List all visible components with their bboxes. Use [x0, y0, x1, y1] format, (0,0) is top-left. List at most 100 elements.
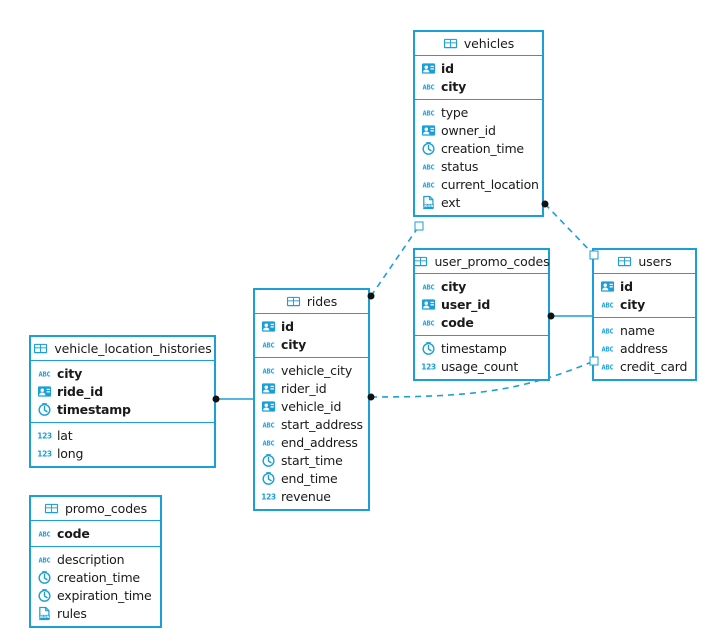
clock-icon — [38, 570, 51, 584]
field-label: id — [620, 278, 633, 294]
table-header-users[interactable]: users — [594, 250, 695, 274]
field-label: ride_id — [57, 383, 103, 399]
table-title: users — [638, 254, 672, 269]
abc-string-icon: ABC — [423, 83, 435, 91]
column-row-long[interactable]: 123 long — [31, 444, 214, 462]
column-row-vehicle_id[interactable]: vehicle_id — [255, 397, 368, 415]
column-section: 123 lat 123 long — [31, 423, 214, 466]
column-row-rider_id[interactable]: rider_id — [255, 379, 368, 397]
field-label: city — [441, 278, 467, 294]
column-row-creation_time[interactable]: creation_time — [31, 568, 160, 586]
primary-key-row-city[interactable]: ABC city — [415, 277, 548, 295]
svg-text:ABC: ABC — [263, 367, 275, 375]
svg-text:ABC: ABC — [423, 83, 435, 91]
field-label: end_address — [281, 434, 358, 450]
svg-text:ABC: ABC — [423, 109, 435, 117]
abc-string-icon: ABC — [423, 283, 435, 291]
table-header-rides[interactable]: rides — [255, 290, 368, 314]
field-label: start_address — [281, 416, 363, 432]
relationship-target-marker-square — [414, 221, 424, 231]
id-card-icon — [600, 280, 615, 292]
primary-key-row-timestamp[interactable]: timestamp — [31, 400, 214, 418]
field-label: city — [57, 365, 83, 381]
id-card-icon — [37, 385, 52, 397]
svg-text:ABC: ABC — [602, 363, 614, 371]
clock-icon — [38, 402, 51, 416]
table-header-promo_codes[interactable]: promo_codes — [31, 497, 160, 521]
field-label: lat — [57, 427, 73, 443]
field-label: address — [620, 340, 668, 356]
primary-key-row-ride_id[interactable]: ride_id — [31, 382, 214, 400]
field-label: vehicle_city — [281, 362, 353, 378]
table-title: vehicle_location_histories — [54, 341, 212, 356]
column-row-vehicle_city[interactable]: ABC vehicle_city — [255, 361, 368, 379]
relationship-source-marker-dot — [547, 312, 555, 320]
column-row-type[interactable]: ABC type — [415, 103, 542, 121]
column-row-start_time[interactable]: start_time — [255, 451, 368, 469]
primary-key-row-id[interactable]: id — [415, 59, 542, 77]
field-label: city — [620, 296, 646, 312]
column-row-timestamp[interactable]: timestamp — [415, 339, 548, 357]
table-header-vehicles[interactable]: vehicles — [415, 32, 542, 56]
table-header-vehicle_location_histories[interactable]: vehicle_location_histories — [31, 337, 214, 361]
table-grid-icon — [286, 296, 300, 307]
id-card-icon — [261, 400, 276, 412]
table-header-user_promo_codes[interactable]: user_promo_codes — [414, 250, 550, 274]
123-number-icon: 123 — [37, 449, 52, 458]
field-label: creation_time — [57, 569, 140, 585]
abc-string-icon: ABC — [39, 530, 51, 538]
field-label: timestamp — [57, 401, 131, 417]
clock-icon — [38, 588, 51, 602]
abc-string-icon: ABC — [423, 109, 435, 117]
relationship-target-marker-square — [589, 250, 599, 260]
svg-text:123: 123 — [421, 362, 436, 371]
table-grid-icon — [34, 343, 48, 354]
abc-string-icon: ABC — [263, 367, 275, 375]
column-row-lat[interactable]: 123 lat — [31, 426, 214, 444]
column-row-expiration_time[interactable]: expiration_time — [31, 586, 160, 604]
abc-string-icon: ABC — [423, 181, 435, 189]
column-row-owner_id[interactable]: owner_id — [415, 121, 542, 139]
column-row-creation_time[interactable]: creation_time — [415, 139, 542, 157]
field-label: type — [441, 104, 469, 120]
svg-text:123: 123 — [37, 431, 52, 440]
clock-icon — [262, 453, 275, 467]
primary-key-row-id[interactable]: id — [255, 317, 368, 335]
field-label: long — [57, 445, 84, 461]
field-label: description — [57, 551, 125, 567]
primary-key-row-id[interactable]: id — [594, 277, 695, 295]
abc-string-icon: ABC — [263, 421, 275, 429]
column-row-start_address[interactable]: ABC start_address — [255, 415, 368, 433]
column-row-end_time[interactable]: end_time — [255, 469, 368, 487]
primary-key-row-user_id[interactable]: user_id — [415, 295, 548, 313]
